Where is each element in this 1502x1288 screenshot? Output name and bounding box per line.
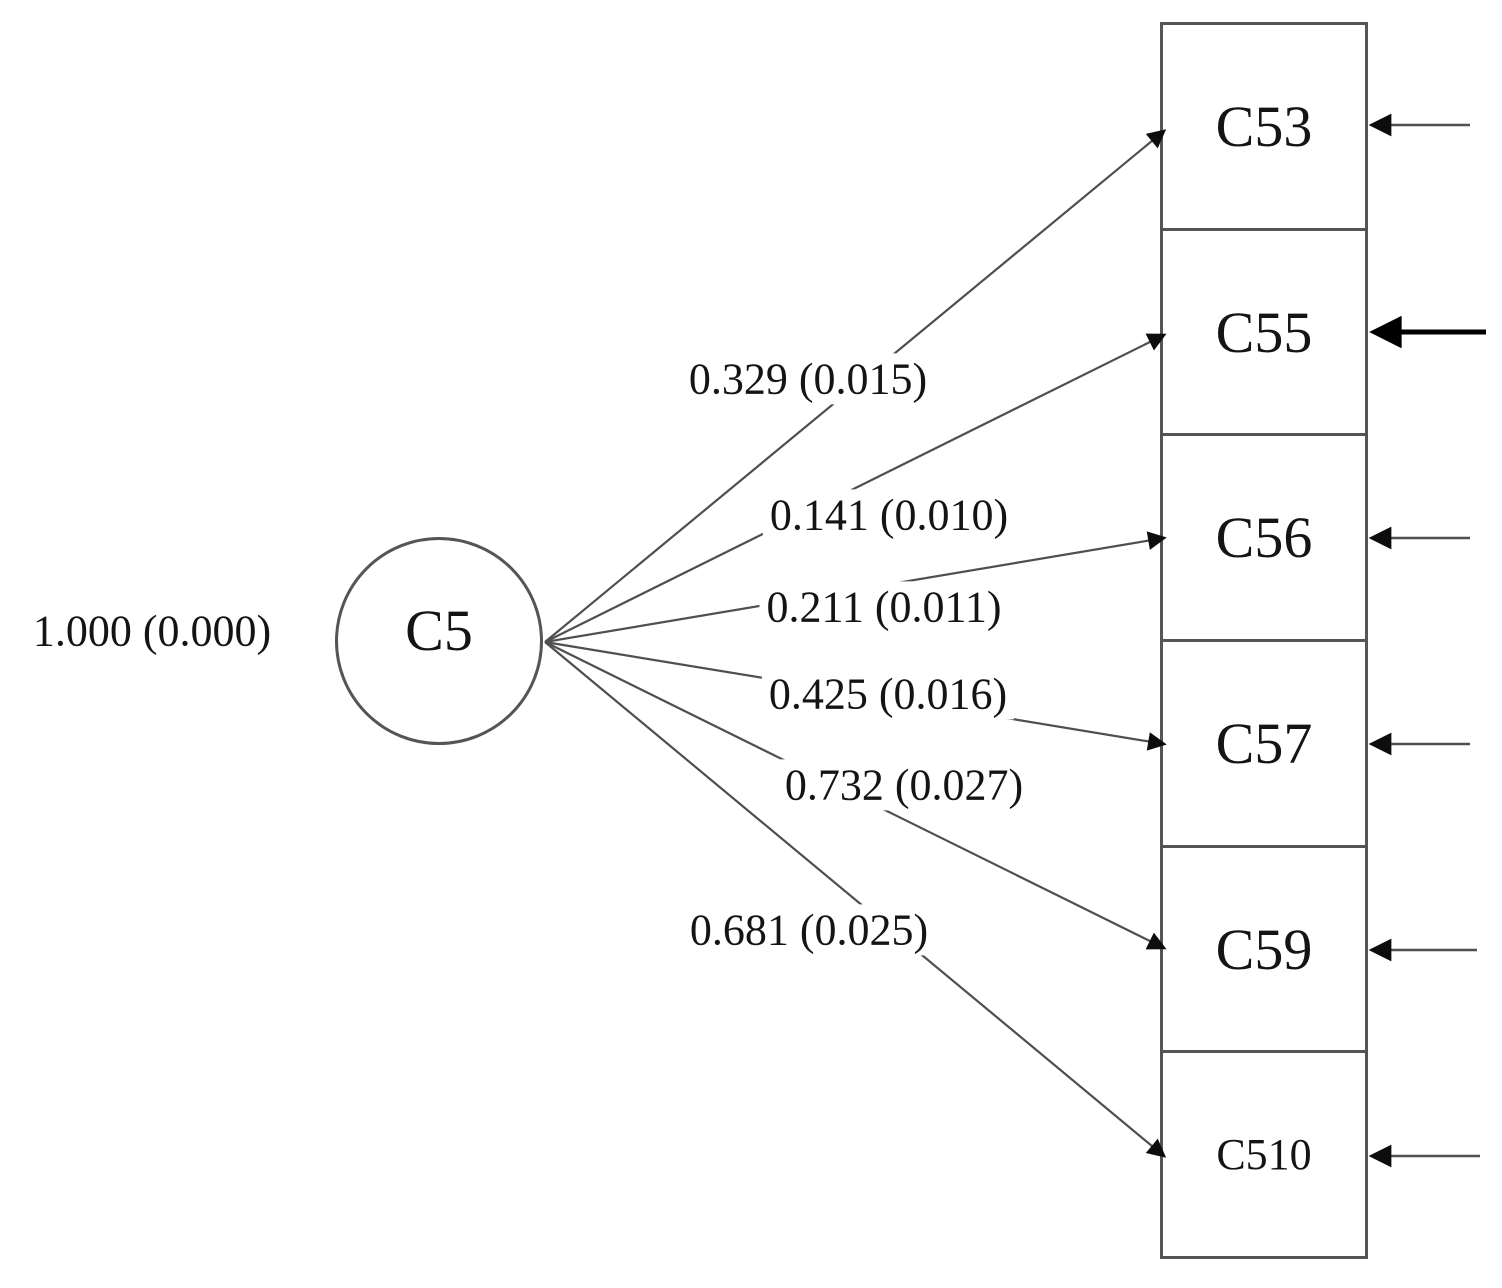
loading-label-c510: 0.681 (0.025) [682,904,936,956]
loading-label-c59: 0.732 (0.027) [777,759,1031,811]
loading-label-c55: 0.141 (0.010) [762,489,1016,541]
indicator-box-c57: C57 [1163,639,1365,845]
loading-label-c56: 0.211 (0.011) [759,581,1009,633]
loading-label-c57: 0.425 (0.016) [761,668,1015,720]
latent-variance-label: 1.000 (0.000) [25,605,279,657]
indicator-column: C53 C55 C56 C57 C59 C510 [1160,22,1368,1259]
indicator-box-c56: C56 [1163,433,1365,639]
indicator-box-c53: C53 [1215,93,1313,159]
indicator-box-c59: C59 [1163,844,1365,1051]
latent-variable-circle: C5 [335,537,543,745]
latent-variable-label: C5 [405,598,473,663]
indicator-box-c510: C510 [1163,1050,1365,1256]
indicator-box-c55: C55 [1163,227,1365,434]
loading-label-c53: 0.329 (0.015) [681,353,935,405]
